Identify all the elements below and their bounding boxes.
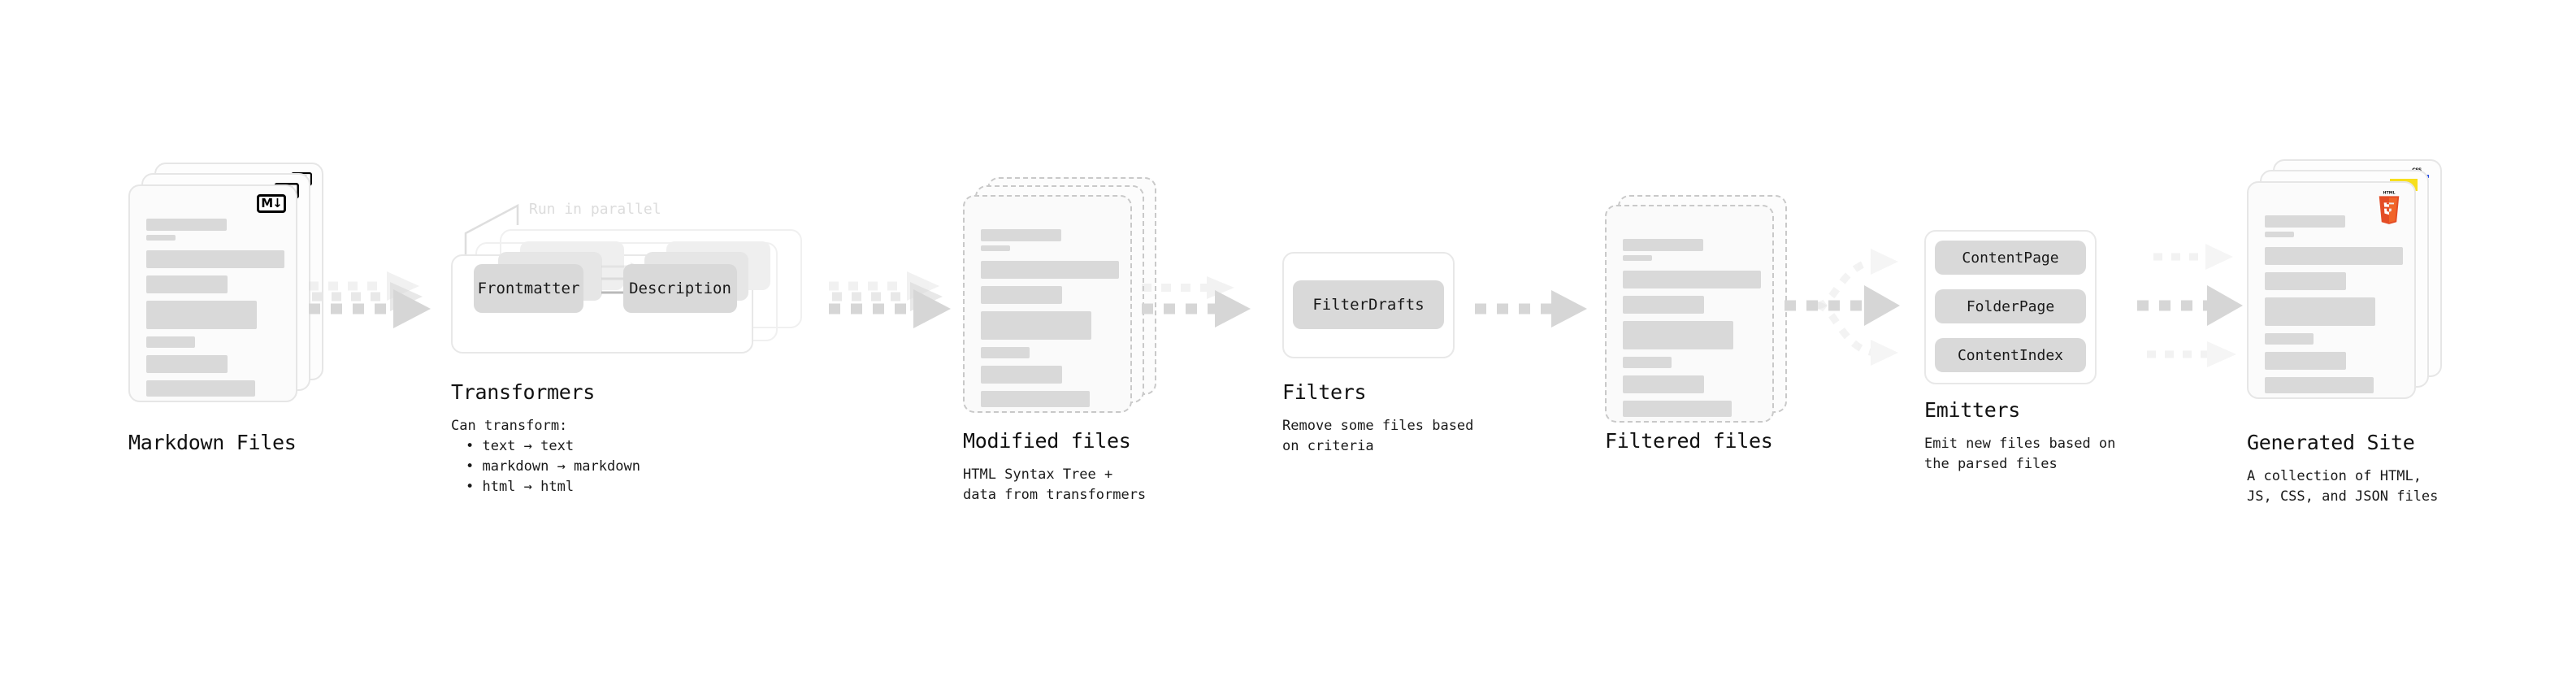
- modified-card-front: [963, 195, 1132, 413]
- site-card-front: HTML: [2247, 181, 2416, 399]
- generated-site-description: A collection of HTML, JS, CSS, and JSON …: [2247, 468, 2439, 505]
- filter-chip-filterdrafts[interactable]: FilterDrafts: [1293, 280, 1444, 329]
- markdown-card-front: M↓: [128, 184, 297, 402]
- card-skeleton: [146, 219, 284, 397]
- transformer-chip-description[interactable]: Description: [623, 264, 737, 313]
- markdown-badge-icon: M↓: [257, 194, 286, 213]
- caption-filters: Filters: [1282, 380, 1367, 404]
- run-in-parallel-label: Run in parallel: [529, 201, 661, 218]
- arrow-markdown-to-transformers: [309, 271, 431, 328]
- svg-text:HTML: HTML: [2383, 191, 2395, 196]
- arrow-modified-to-filters: [1142, 276, 1251, 327]
- emitter-chip-contentindex[interactable]: ContentIndex: [1935, 338, 2086, 372]
- caption-transformers: Transformers: [451, 380, 596, 404]
- transformers-bullet-0: • text → text: [466, 438, 575, 454]
- arrow-emitters-to-site: [2137, 244, 2243, 367]
- filters-description: Remove some files based on criteria: [1282, 418, 1474, 454]
- modified-files-description: HTML Syntax Tree + data from transformer…: [963, 466, 1147, 503]
- html5-badge-icon: HTML: [2375, 190, 2403, 226]
- emitters-description: Emit new files based on the parsed files: [1924, 436, 2116, 472]
- transformers-bullet-2: • html → html: [466, 479, 575, 495]
- transformers-description-title: Can transform:: [451, 418, 568, 434]
- card-skeleton: [981, 229, 1119, 407]
- emitter-chip-folderpage[interactable]: FolderPage: [1935, 289, 2086, 323]
- arrow-filtered-to-emitters-branch: [1785, 249, 1900, 366]
- emitter-chip-contentpage[interactable]: ContentPage: [1935, 241, 2086, 275]
- caption-modified-files: Modified files: [963, 429, 1131, 453]
- arrow-filters-to-filtered: [1475, 290, 1587, 327]
- arrow-transformers-to-modified: [829, 271, 951, 328]
- transformers-bullet-1: • markdown → markdown: [466, 458, 640, 475]
- caption-markdown-files: Markdown Files: [128, 431, 297, 454]
- caption-filtered-files: Filtered files: [1605, 429, 1773, 453]
- run-in-parallel-bracket: [464, 203, 519, 254]
- transformer-chip-frontmatter[interactable]: Frontmatter: [474, 264, 583, 313]
- caption-emitters: Emitters: [1924, 398, 2021, 422]
- card-skeleton: [1623, 239, 1761, 417]
- filtered-card-front: [1605, 205, 1774, 423]
- caption-generated-site: Generated Site: [2247, 431, 2415, 454]
- card-skeleton: [2265, 215, 2403, 393]
